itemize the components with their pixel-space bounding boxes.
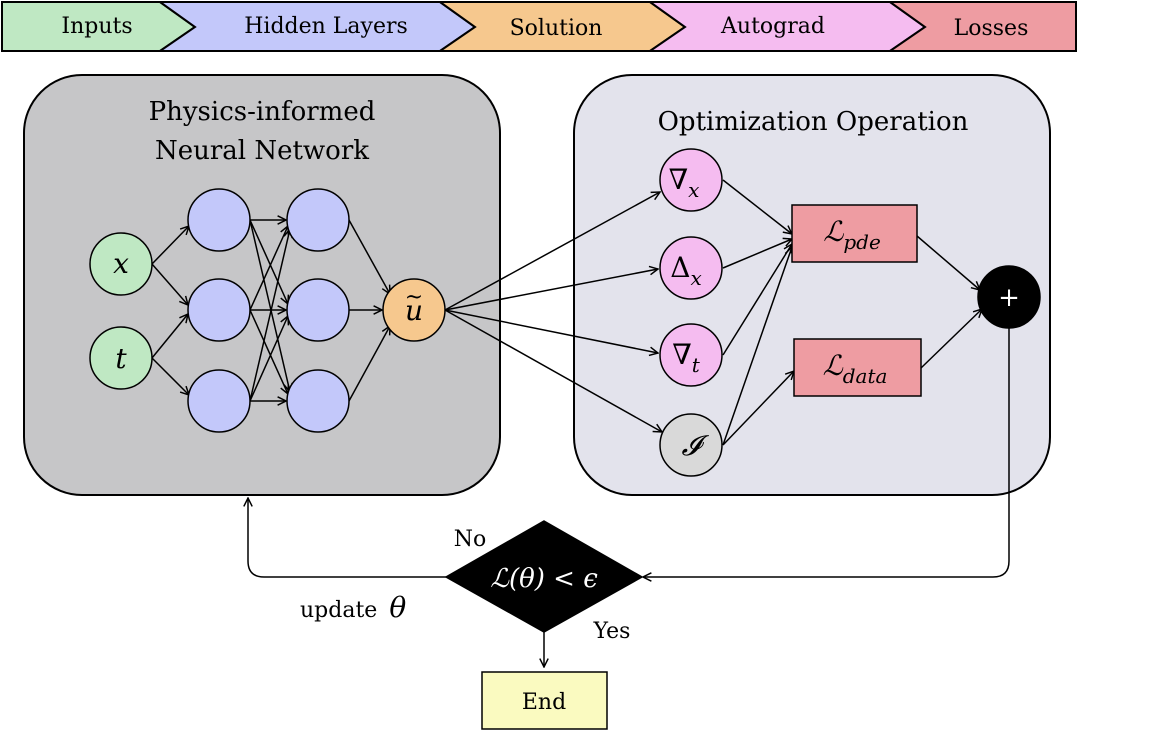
loss-pde-label: ℒpde — [823, 215, 881, 254]
hidden-node — [286, 188, 350, 252]
input-node-x-label: x — [113, 247, 129, 280]
feedback-lines — [248, 328, 1010, 667]
hidden-node — [187, 188, 251, 252]
identity-node — [659, 413, 723, 477]
hidden-node — [187, 278, 251, 342]
legend-autograd-label: Autograd — [720, 14, 825, 39]
loss-data-label: ℒdata — [823, 349, 888, 388]
laplace-x-node — [659, 236, 723, 300]
network-edges — [151, 179, 982, 446]
solution-node-label: u — [405, 294, 423, 327]
legend-hidden-label: Hidden Layers — [244, 14, 408, 39]
hidden-node — [286, 278, 350, 342]
legend-losses-shape — [886, 1, 1077, 52]
end-box — [481, 671, 608, 730]
solution-node-accent: ~ — [405, 285, 423, 310]
input-node-x — [89, 232, 153, 296]
sum-node-label: + — [998, 283, 1020, 313]
legend-solution-label: Solution — [510, 16, 603, 41]
pinn-panel-title-line2: Neural Network — [155, 136, 369, 166]
optimization-panel — [573, 74, 1051, 496]
pinn-panel-title-line1: Physics-informed — [149, 97, 376, 127]
convergence-decision-label: ℒ(θ) < ϵ — [490, 564, 598, 594]
input-node-t-label: t — [115, 342, 127, 375]
laplace-x-label: Δx — [670, 251, 702, 290]
grad-t-label: ∇t — [672, 338, 701, 377]
loss-pde-box — [791, 204, 918, 263]
hidden-node — [187, 369, 251, 433]
legend-bar: Inputs Hidden Layers Solution Autograd L… — [1, 0, 1077, 52]
decision-no-label: No — [454, 527, 487, 552]
legend-losses-label: Losses — [954, 16, 1029, 41]
legend-inputs-label: Inputs — [61, 14, 132, 39]
grad-t-node — [659, 323, 723, 387]
solution-node — [382, 278, 446, 342]
input-node-t — [89, 326, 153, 390]
decision-yes-label: Yes — [593, 619, 631, 644]
grad-x-label: ∇x — [669, 163, 700, 202]
grad-x-node — [659, 148, 723, 212]
end-box-label: End — [522, 690, 566, 715]
convergence-decision — [444, 520, 644, 633]
loss-data-box — [793, 338, 922, 397]
hidden-node — [286, 369, 350, 433]
optimization-panel-title: Optimization Operation — [658, 107, 969, 137]
